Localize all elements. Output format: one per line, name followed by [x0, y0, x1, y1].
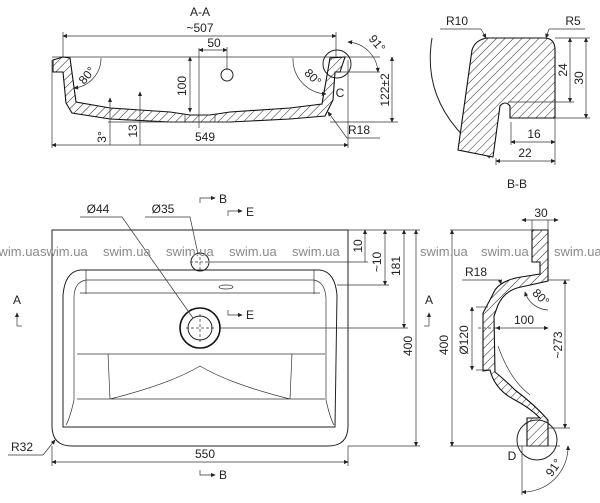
rim-section-body	[457, 37, 556, 158]
cut-b-top: B	[219, 192, 227, 206]
watermarks: swim.ua swim.ua swim.ua swim.ua swim.ua …	[0, 244, 600, 259]
watermark: swim.ua	[103, 244, 151, 259]
watermark: swim.ua	[166, 244, 214, 259]
section-bb-title: B-B	[507, 177, 527, 191]
dim-height: 122±2	[378, 73, 392, 107]
dim-height-inner: 24	[556, 63, 570, 77]
watermark: swim.ua	[554, 244, 600, 259]
label-drain-diameter: Ø44	[87, 202, 110, 216]
dim-drain: 181	[389, 256, 403, 276]
dim-drain-offset: 100	[514, 313, 534, 327]
cut-b-bottom: B	[219, 468, 227, 482]
bowl-inner	[65, 279, 335, 426]
dim-tap-offset: 50	[207, 36, 221, 50]
side-section-body	[482, 229, 549, 447]
watermark: swim.ua	[229, 244, 277, 259]
dim-depth: 400	[437, 335, 451, 355]
watermark: swim.ua	[481, 244, 529, 259]
dim-drain-diameter: Ø120	[457, 325, 471, 355]
angle-left: 80°	[76, 64, 99, 87]
tap-hole	[220, 68, 234, 82]
dim-slope: 3°	[95, 131, 109, 143]
watermark: swim.ua	[420, 244, 468, 259]
bowl-slope	[77, 353, 325, 400]
dim-depth: 400	[401, 336, 415, 356]
dim-tap-a: 10	[351, 239, 365, 253]
dim-width-inner: 16	[527, 127, 541, 141]
dim-width-total: 22	[518, 146, 532, 160]
dim-corner-radius: R32	[11, 440, 33, 454]
section-bb: R10 R5 24 30 16 22 B-B	[429, 14, 590, 191]
watermark: swim.ua	[292, 244, 340, 259]
section-aa: A-A ~507 50 100 80° 80° C 91° 122±2 R18 …	[51, 5, 398, 148]
dim-radius-left: R10	[446, 14, 468, 28]
dim-width-bottom: 549	[195, 130, 215, 144]
dim-height-total: 30	[572, 71, 586, 85]
dim-width: 550	[195, 447, 215, 461]
angle-bottom: 91°	[543, 456, 565, 479]
plan-outline	[51, 229, 349, 447]
dim-depth: 100	[175, 76, 189, 96]
detail-c-label: C	[336, 86, 345, 100]
overflow-slot	[218, 284, 234, 290]
plan-view: Ø44 Ø35 B E E A B 10 ~10 181 400 550 R32	[8, 192, 420, 482]
dim-radius-right: R5	[565, 14, 581, 28]
section-aa-title: A-A	[190, 5, 210, 19]
dim-tap-b: ~10	[370, 251, 384, 272]
watermark: swim.ua	[40, 244, 88, 259]
dim-bowl-height: ~273	[551, 331, 565, 358]
detail-d-label: D	[508, 449, 517, 463]
cut-a-label: A	[425, 293, 433, 307]
bowl-outer	[62, 269, 338, 428]
cut-e-mid: E	[246, 308, 254, 322]
cut-a-left: A	[13, 293, 21, 307]
cut-e-top: E	[246, 205, 254, 219]
angle-top: 80°	[529, 286, 552, 309]
dim-width-top: ~507	[186, 21, 213, 35]
side-view: 30 400 R18 80° Ø120 100 ~273 D 91° A	[424, 206, 571, 495]
dim-radius: R18	[348, 123, 370, 137]
watermark: swim.ua	[0, 244, 40, 259]
dim-radius: R18	[465, 265, 487, 279]
dim-rim-width: 30	[534, 206, 548, 220]
dim-bottom-thickness: 13	[126, 124, 140, 138]
label-tap-diameter: Ø35	[152, 202, 175, 216]
